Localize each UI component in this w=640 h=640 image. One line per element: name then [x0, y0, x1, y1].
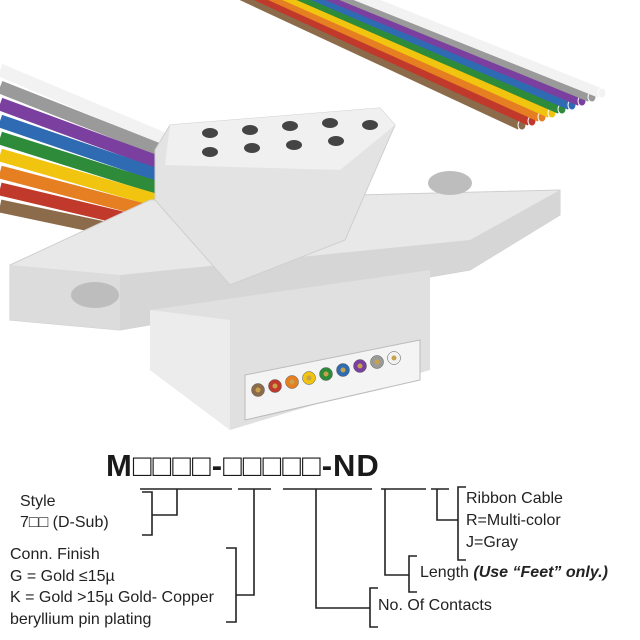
pin-hole: [286, 140, 302, 150]
cable-label: Ribbon Cable: [466, 490, 563, 507]
mounting-hole-right: [428, 171, 472, 195]
wire: [268, 0, 543, 122]
wire-core: [323, 371, 329, 377]
pin-hole: [202, 147, 218, 157]
length-note: (Use “Feet” only.): [473, 564, 608, 581]
contacts-label: No. Of Contacts: [378, 597, 492, 614]
finish-g: G = Gold ≤15µ: [10, 568, 115, 585]
pn-group-1: □□□□: [132, 448, 212, 483]
wire: [239, 0, 523, 130]
wire: [253, 0, 533, 126]
ribbon-cable-right: [239, 0, 607, 131]
wire: [339, 0, 592, 102]
pn-prefix: M: [106, 448, 133, 483]
connector-body-side: [150, 310, 230, 430]
ribbon-wire-ends: [251, 351, 401, 397]
finish-label: Conn. Finish: [10, 546, 100, 563]
pn-suffix: -ND: [321, 448, 380, 483]
style-value: 7□□ (D-Sub): [20, 514, 109, 531]
wire: [0, 64, 193, 156]
dsub-pin-holes: [202, 118, 378, 157]
pin-hole: [322, 118, 338, 128]
flange-side-front: [120, 190, 560, 330]
pin-hole: [244, 143, 260, 153]
cable-j: J=Gray: [466, 534, 519, 551]
callout-contacts: [315, 489, 378, 628]
length-title: Length: [420, 564, 474, 581]
cable-r: R=Multi-color: [466, 512, 561, 529]
wire: [310, 0, 572, 110]
mounting-hole-left: [71, 282, 119, 308]
wire-core: [391, 355, 397, 361]
flange-side-left: [10, 265, 120, 330]
wire: [296, 0, 562, 114]
finish-k: K = Gold >15µ Gold- Copper: [10, 589, 214, 606]
wire-core: [374, 359, 380, 365]
wire: [282, 0, 553, 118]
finish-k-cont: beryllium pin plating: [10, 611, 152, 628]
wire-core: [306, 375, 312, 381]
wire-core: [255, 387, 261, 393]
length-label: Length (Use “Feet” only.): [420, 563, 608, 582]
wire-core: [357, 363, 363, 369]
wire-core: [340, 367, 346, 373]
pin-hole: [328, 136, 344, 146]
pin-hole: [202, 128, 218, 138]
pin-hole: [282, 121, 298, 131]
part-number-format: M□□□□-□□□□□-ND: [106, 448, 380, 484]
pn-group-2: □□□□□: [223, 448, 322, 483]
callout-length: [384, 489, 417, 593]
wire-core: [272, 383, 278, 389]
callout-finish: [226, 489, 255, 623]
wire: [353, 0, 602, 98]
style-label: Style: [20, 493, 56, 510]
pn-sep: -: [211, 448, 224, 483]
wire-core: [289, 379, 295, 385]
callout-style: [142, 489, 178, 536]
callout-cable: [436, 486, 466, 561]
pin-hole: [362, 120, 378, 130]
wire: [324, 0, 582, 106]
wire-end: [597, 87, 607, 99]
pin-hole: [242, 125, 258, 135]
connector-illustration: [0, 0, 607, 430]
